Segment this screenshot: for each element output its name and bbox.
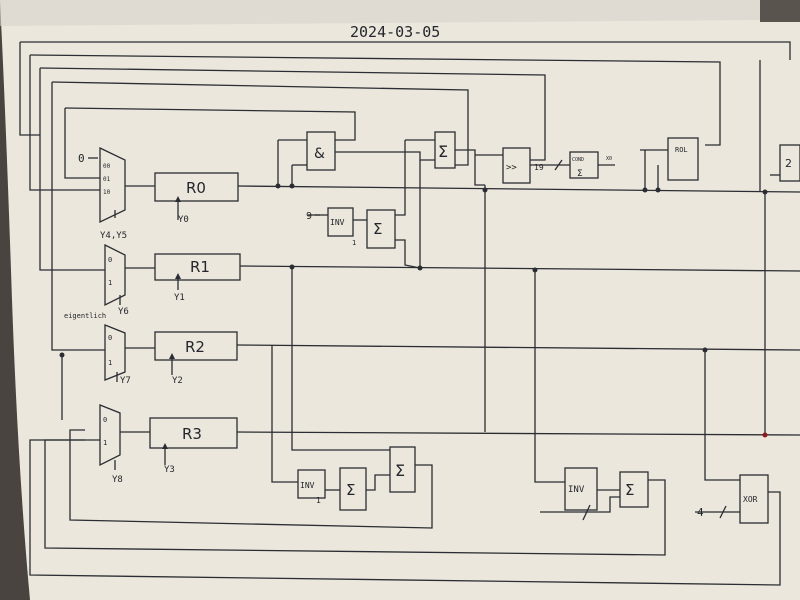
register-r3-label: R3 [182,425,202,443]
mux1-select: Y6 [118,307,129,317]
register-r0-label: R0 [186,179,206,197]
sum-symbol-3: Σ [346,481,355,499]
mux0-in2: 10 [103,189,111,196]
mux2-in1: 1 [108,359,112,367]
const-4: 4 [697,506,704,519]
inv-label-3: INV [568,485,585,495]
xor-label: XOR [743,495,758,504]
shift-right-label: >> [506,163,517,173]
cond-block [569,151,599,179]
sum-block-4 [389,446,416,493]
sum-symbol-2: Σ [373,220,382,238]
r0-load-signal: Y0 [178,215,189,225]
sum-block-1 [434,131,456,169]
mux-3 [99,404,121,467]
const-9: 9 [306,211,312,222]
cond-output-label: X0 [606,156,612,162]
sum-block-2 [366,209,396,249]
sum-symbol-5: Σ [625,481,634,499]
shift-right-block [502,147,531,184]
const-1b: 1 [316,496,321,505]
register-r2-label: R2 [185,338,205,356]
const-1a: 1 [352,239,356,247]
register-r3 [149,417,238,449]
mux3-in1: 1 [103,439,107,447]
r1-load-signal: Y1 [174,293,185,303]
date-label: 2024-03-05 [350,23,440,41]
inv-block-1 [327,207,354,237]
sum-block-3 [339,467,367,511]
mux-0 [99,146,126,224]
mux0-in1: 01 [103,176,111,183]
sum-symbol-1: Σ [438,142,448,161]
register-r1-label: R1 [190,258,210,276]
and-symbol: & [314,146,325,162]
r2-load-signal: Y2 [172,376,183,386]
mux-2 [104,324,126,381]
mux2-select: Y7 [120,376,131,386]
sum-symbol-4: Σ [395,461,405,480]
inv-label-1: INV [330,218,345,227]
width-19: 19 [534,163,544,172]
mux3-in0: 0 [103,416,107,424]
inv-label-2: INV [300,481,315,490]
mux-1 [104,243,126,307]
wires [19,41,800,586]
register-r1 [154,253,241,281]
register-r2 [154,331,238,361]
inv-block-3 [564,467,598,511]
right-cut-label: 2 [785,157,792,170]
sum-block-5 [619,471,649,508]
cond-sum-symbol: Σ [577,169,583,179]
and-block [306,131,336,171]
rol-block [667,137,699,181]
register-r0 [154,172,239,202]
mux0-in0: 00 [103,163,111,170]
junction-dots [59,183,768,438]
annotation-eigentlich: eigentlich [64,312,106,320]
right-cut-block [779,144,800,182]
zero-constant: 0 [78,152,85,165]
inv-block-2 [297,469,326,499]
mux1-in0: 0 [108,256,112,264]
xor-block [739,474,769,524]
r3-load-signal: Y3 [164,465,175,475]
mux2-in0: 0 [108,334,112,342]
rol-label: ROL [675,146,688,154]
mux-shapes [99,146,126,467]
mux0-select: Y4,Y5 [100,231,127,241]
mux1-in1: 1 [108,279,112,287]
mux3-select: Y8 [112,475,123,485]
cond-label: COND [572,157,584,163]
